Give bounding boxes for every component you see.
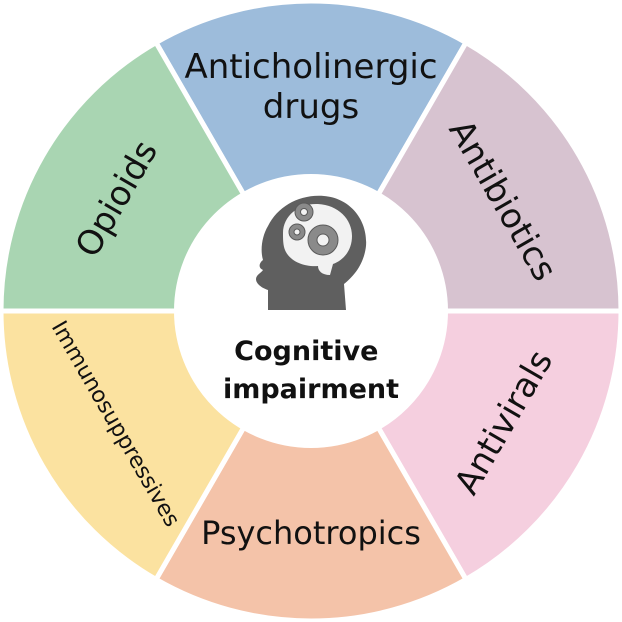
gear-icon bbox=[288, 202, 339, 256]
segment-label-line: Anticholinergic bbox=[184, 47, 437, 87]
center-title-line-1: Cognitive bbox=[234, 336, 378, 367]
segment-label-psychotropics: Psychotropics bbox=[201, 514, 421, 552]
svg-text:Cognitive impairment: Cognitive impairment bbox=[223, 336, 399, 405]
segment-label-line: drugs bbox=[263, 87, 359, 127]
svg-text:Psychotropics: Psychotropics bbox=[201, 514, 421, 552]
center-title-line-2: impairment bbox=[223, 374, 399, 405]
segment-label-line: Psychotropics bbox=[201, 514, 421, 552]
center-disc bbox=[174, 174, 448, 448]
head-with-gears-icon bbox=[256, 195, 367, 310]
